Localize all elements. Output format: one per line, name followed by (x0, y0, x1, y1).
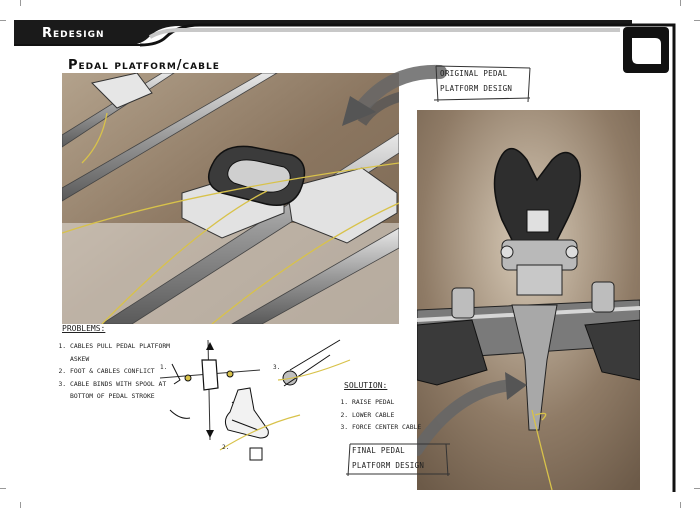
solution-item: Force center cable (352, 421, 432, 434)
sketch-label: 1. (160, 364, 168, 371)
original-callout-frame (433, 65, 531, 103)
final-callout-line: platform design (352, 461, 425, 470)
crop-mark (0, 20, 6, 21)
pointer-arrow-icon (342, 64, 447, 126)
crop-mark (680, 502, 681, 508)
photo-sketch (62, 73, 399, 324)
original-callout: Original pedal platform design (440, 66, 512, 96)
logo-icon (623, 27, 669, 73)
problems-list: Cables pull pedal platform askew Foot & … (58, 340, 180, 403)
original-design-photo (62, 73, 399, 324)
solution-title: Solution: (344, 381, 388, 390)
section-title: Pedal platform/cable (68, 58, 220, 73)
problem-item: Foot & cables conflict (70, 365, 180, 378)
final-callout: Final pedal platform design (352, 443, 424, 473)
crop-mark (694, 488, 700, 489)
problem-item: Cable binds with spool at bottom of peda… (70, 378, 180, 403)
original-callout-line: Original pedal (440, 69, 508, 78)
sketch-label: 3. (273, 364, 281, 371)
sketch-label: 2. (222, 444, 230, 451)
original-callout-line: platform design (440, 84, 513, 93)
photo-sketch (417, 110, 640, 490)
problem-item: Cables pull pedal platform askew (70, 340, 180, 365)
crop-mark (680, 0, 681, 6)
problem-sketches (159, 339, 351, 461)
final-callout-frame (346, 443, 450, 477)
crop-mark (20, 502, 21, 508)
solution-item: Raise pedal (352, 396, 432, 409)
crop-mark (694, 20, 700, 21)
header-title: Redesign (42, 26, 105, 41)
crop-mark (0, 488, 6, 489)
problems-title: Problems: (62, 324, 106, 333)
crop-mark (20, 0, 21, 6)
final-design-photo (417, 110, 640, 490)
final-callout-line: Final pedal (352, 446, 405, 455)
solution-list: Raise pedal Lower cable Force center cab… (340, 396, 432, 434)
solution-item: Lower cable (352, 409, 432, 422)
